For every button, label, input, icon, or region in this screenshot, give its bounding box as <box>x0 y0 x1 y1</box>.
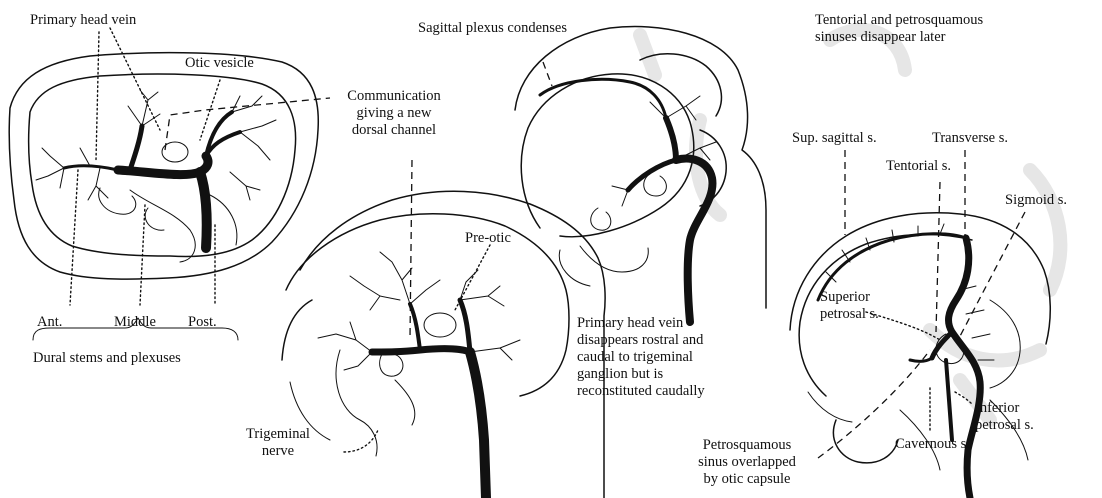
label-tentorial-note: Tentorial and petrosquamous sinuses disa… <box>815 12 983 46</box>
label-tentorial: Tentorial s. <box>886 158 951 175</box>
label-pre-otic: Pre-otic <box>465 230 511 247</box>
label-post: Post. <box>188 314 217 331</box>
label-ant: Ant. <box>37 314 62 331</box>
label-transverse: Transverse s. <box>932 130 1008 147</box>
label-otic-vesicle: Otic vesicle <box>185 55 254 72</box>
label-trigeminal-nerve: Trigeminal nerve <box>218 426 338 460</box>
label-primary-head-vein-note: Primary head vein disappears rostral and… <box>577 315 705 400</box>
label-communication: Communication giving a new dorsal channe… <box>340 88 448 139</box>
label-dural-stems: Dural stems and plexuses <box>33 350 181 367</box>
label-superior-petrosal: Superior petrosal s. <box>820 289 879 323</box>
label-sagittal-plexus: Sagittal plexus condenses <box>418 20 567 37</box>
label-middle: Middle <box>114 314 156 331</box>
label-sigmoid: Sigmoid s. <box>1005 192 1067 209</box>
stage1-embryo <box>9 28 330 340</box>
label-inferior-petrosal: Inferior petrosal s. <box>975 400 1034 434</box>
label-sup-sagittal: Sup. sagittal s. <box>792 130 877 147</box>
stage3-embryo <box>515 27 766 322</box>
label-cavernous: Cavernous s. <box>895 436 970 453</box>
label-primary-head-vein: Primary head vein <box>30 12 136 29</box>
label-petrosquamous: Petrosquamous sinus overlapped by otic c… <box>684 437 810 488</box>
